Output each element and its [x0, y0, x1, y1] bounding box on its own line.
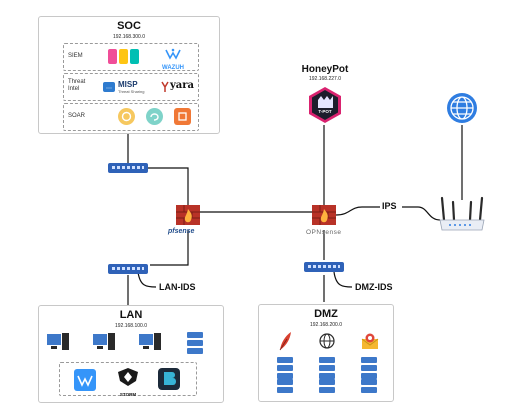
dmz-ids-label: DMZ-IDS: [354, 282, 394, 292]
router-icon: [436, 196, 488, 232]
honeypot-ip: 192.168.227.0: [309, 76, 341, 82]
server-icon: [361, 357, 377, 381]
misp-subtitle: Threat Sharing: [118, 89, 145, 94]
lan-panel: LAN 192.168.100.0 STORM: [38, 305, 224, 403]
dmz-title: DMZ: [314, 308, 338, 320]
lan-title: LAN: [119, 309, 143, 321]
velociraptor-agent-icon: [158, 368, 180, 390]
tpot-wordmark: T-POT: [318, 109, 332, 114]
siem-row: SIEM WAZUH: [63, 43, 199, 71]
server-icon: [277, 357, 293, 381]
server-icon: [277, 379, 293, 395]
elk-logo-icon: [108, 48, 140, 65]
server-icon: [187, 332, 203, 356]
mail-icon: [361, 333, 379, 349]
svg-text:⋯: ⋯: [106, 86, 112, 92]
cortex-logo-icon: [146, 108, 163, 125]
threat-intel-row: Threat Intel ⋯ MISP Threat Sharing yara: [63, 73, 199, 101]
switch-to-pfsense-link: [148, 167, 189, 205]
soc-title: SOC: [117, 20, 141, 32]
misp-wordmark: MISP: [118, 80, 138, 89]
wazuh-wordmark: WAZUH: [162, 65, 184, 71]
pc-icon: [93, 333, 115, 351]
soar-row: SOAR: [63, 103, 199, 131]
yara-logo-icon: yara: [160, 80, 194, 94]
pc-icon: [139, 333, 161, 351]
tpot-logo-icon: T-POT: [307, 86, 343, 124]
dns-icon: [319, 333, 335, 349]
ips-to-router-link: [402, 206, 441, 221]
opnsense-to-ips-link: [335, 206, 380, 216]
lan-switch-icon: [108, 264, 148, 274]
lan-ip: 192.168.100.0: [115, 323, 147, 329]
siem-label: SIEM: [68, 53, 83, 59]
wazuh-agent-icon: [74, 369, 96, 391]
opnsense-label: OPNsense: [306, 229, 342, 236]
server-icon: [319, 379, 335, 395]
shuffle-logo-icon: [118, 108, 135, 125]
yara-wordmark: yara: [170, 80, 195, 91]
misp-logo-icon: ⋯ MISP Threat Sharing: [102, 80, 154, 95]
storm-agent-icon: STORM: [116, 367, 140, 397]
wazuh-logo-icon: WAZUH: [154, 47, 192, 71]
soc-switch-icon: [108, 163, 148, 173]
honeypot-title: HoneyPot: [301, 64, 349, 75]
pfsense-to-lan-switch-link: [150, 230, 189, 266]
server-icon: [361, 379, 377, 395]
thehive-logo-icon: [174, 108, 191, 125]
dmz-switch-icon: [304, 262, 344, 272]
globe-icon: [446, 92, 478, 124]
soc-panel: SOC 192.168.300.0 SIEM WAZUH Threat Inte…: [38, 16, 220, 134]
server-icon: [319, 357, 335, 381]
dmz-ids-link: [333, 271, 353, 288]
storm-label: STORM: [119, 392, 137, 397]
ips-label: IPS: [381, 201, 398, 211]
soar-label: SOAR: [68, 113, 86, 119]
pc-icon: [47, 333, 69, 351]
dmz-ip: 192.168.200.0: [310, 322, 342, 328]
pfsense-firewall-icon: [176, 203, 200, 227]
dmz-panel: DMZ 192.168.200.0: [258, 304, 394, 402]
lan-ids-link: [137, 271, 157, 288]
threat-intel-label: Threat Intel: [68, 79, 86, 92]
lan-ids-label: LAN-IDS: [158, 282, 197, 292]
soc-ip: 192.168.300.0: [113, 34, 145, 40]
feather-icon: [277, 331, 293, 351]
opnsense-firewall-icon: [312, 203, 336, 227]
lan-tools-row: STORM: [59, 362, 197, 397]
pfsense-label: pfsense: [168, 228, 195, 235]
